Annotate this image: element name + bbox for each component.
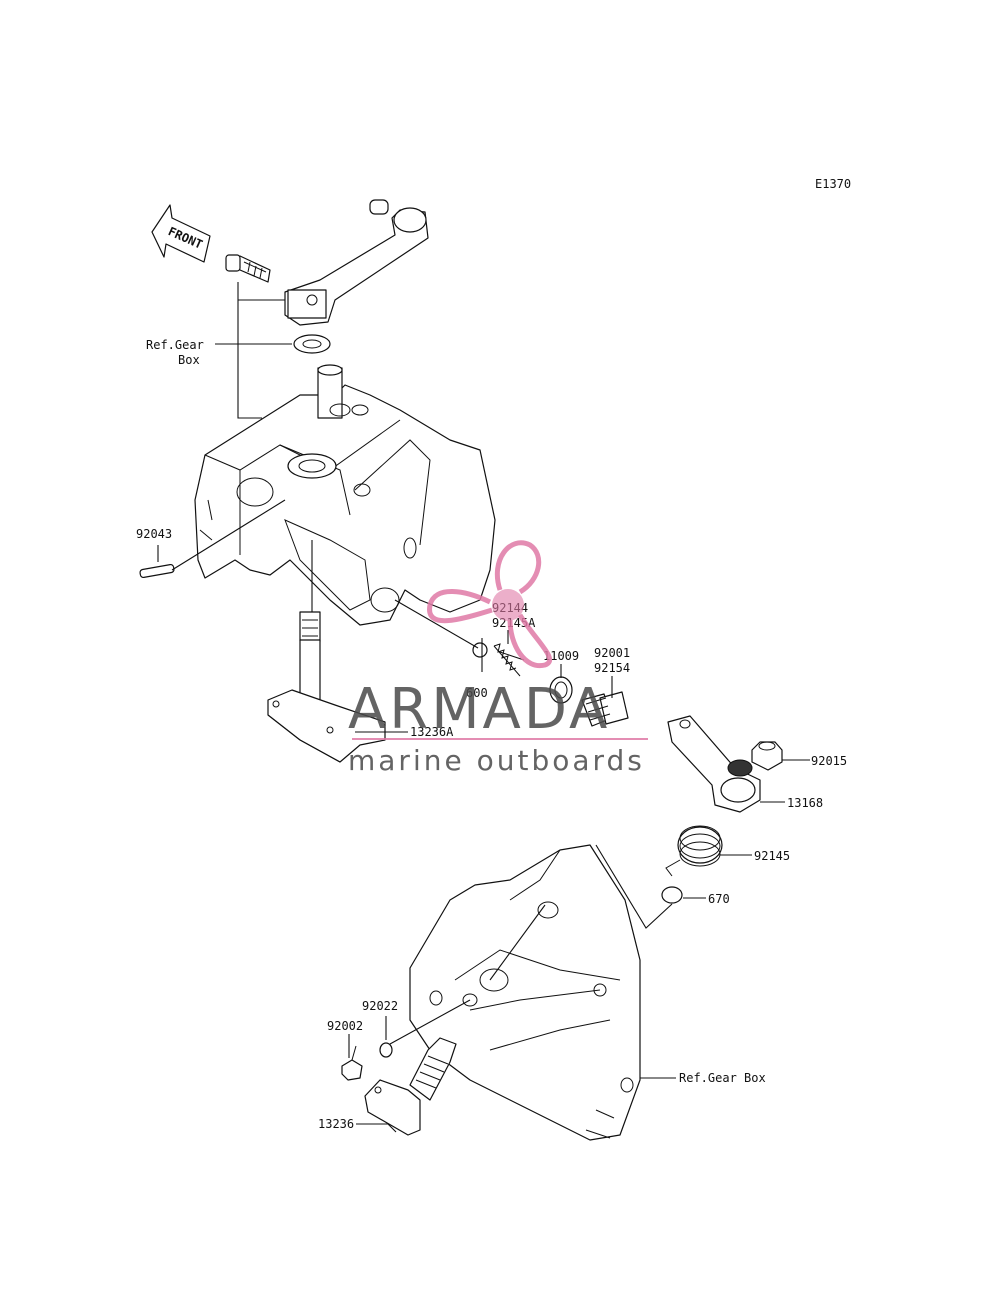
propeller-logo-icon xyxy=(427,540,553,669)
label-670: 670 xyxy=(708,892,730,906)
ref-gear-box-upper-line1: Ref.Gear xyxy=(146,338,204,352)
washer-92022-part xyxy=(379,1042,393,1058)
ref-gear-box-lower: Ref.Gear Box xyxy=(679,1071,766,1085)
shift-pedal-part xyxy=(284,199,429,326)
spring-92145-part xyxy=(665,825,723,877)
label-92154: 92154 xyxy=(594,661,630,675)
plug-92001-part xyxy=(581,691,629,727)
ref-gear-box-upper-line2: Box xyxy=(178,353,200,367)
circlip-670-part xyxy=(661,886,683,904)
shift-arm-13168-part xyxy=(667,715,761,813)
lower-gear-box-part xyxy=(409,844,641,1141)
label-92015: 92015 xyxy=(811,754,847,768)
spring-92144-part xyxy=(493,643,525,677)
label-13168: 13168 xyxy=(787,796,823,810)
label-92022: 92022 xyxy=(362,999,398,1013)
bolt-92002-part xyxy=(341,1045,363,1081)
shaft-13236-part xyxy=(364,1037,457,1136)
front-arrow-icon: FRONT xyxy=(151,204,211,263)
watermark-brand: ARMADA xyxy=(348,677,610,742)
pedal-bolt-part xyxy=(225,254,271,283)
label-600: 600 xyxy=(466,686,488,700)
label-92001: 92001 xyxy=(594,646,630,660)
upper-gear-case-part xyxy=(194,364,496,626)
pin-92043-part xyxy=(139,563,175,579)
label-92043: 92043 xyxy=(136,527,172,541)
watermark-tagline: marine outboards xyxy=(348,744,645,777)
armada-watermark-logo: ARMADA marine outboards xyxy=(348,540,648,777)
label-92145: 92145 xyxy=(754,849,790,863)
diagram-code: E1370 xyxy=(815,177,851,191)
label-13236A: 13236A xyxy=(410,725,454,739)
nut-92015-part xyxy=(751,741,783,771)
label-13236: 13236 xyxy=(318,1117,354,1131)
label-92002: 92002 xyxy=(327,1019,363,1033)
shift-shaft-13236A-part xyxy=(267,611,386,763)
seal-part xyxy=(293,334,331,354)
ball-600-part xyxy=(472,642,488,658)
